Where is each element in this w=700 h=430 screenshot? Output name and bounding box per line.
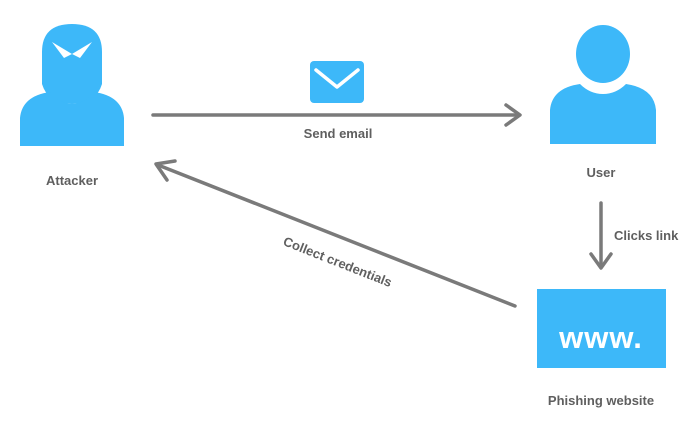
- attacker-label: Attacker: [46, 173, 98, 188]
- collect-credentials-arrow: [154, 159, 517, 308]
- user-label: User: [587, 165, 616, 180]
- browser-window-icon: www.: [537, 289, 666, 368]
- clicks-link-arrow: [589, 201, 613, 270]
- clicks-link-label: Clicks link: [614, 228, 679, 243]
- collect-credentials-label: Collect credentials: [281, 234, 394, 290]
- www-text: www.: [558, 320, 643, 355]
- send-email-arrow: [151, 103, 522, 127]
- person-icon: [550, 25, 656, 144]
- hooded-person-icon: [20, 24, 124, 146]
- envelope-icon: [310, 61, 364, 103]
- send-email-label: Send email: [304, 126, 373, 141]
- phishing-website-label: Phishing website: [548, 393, 654, 408]
